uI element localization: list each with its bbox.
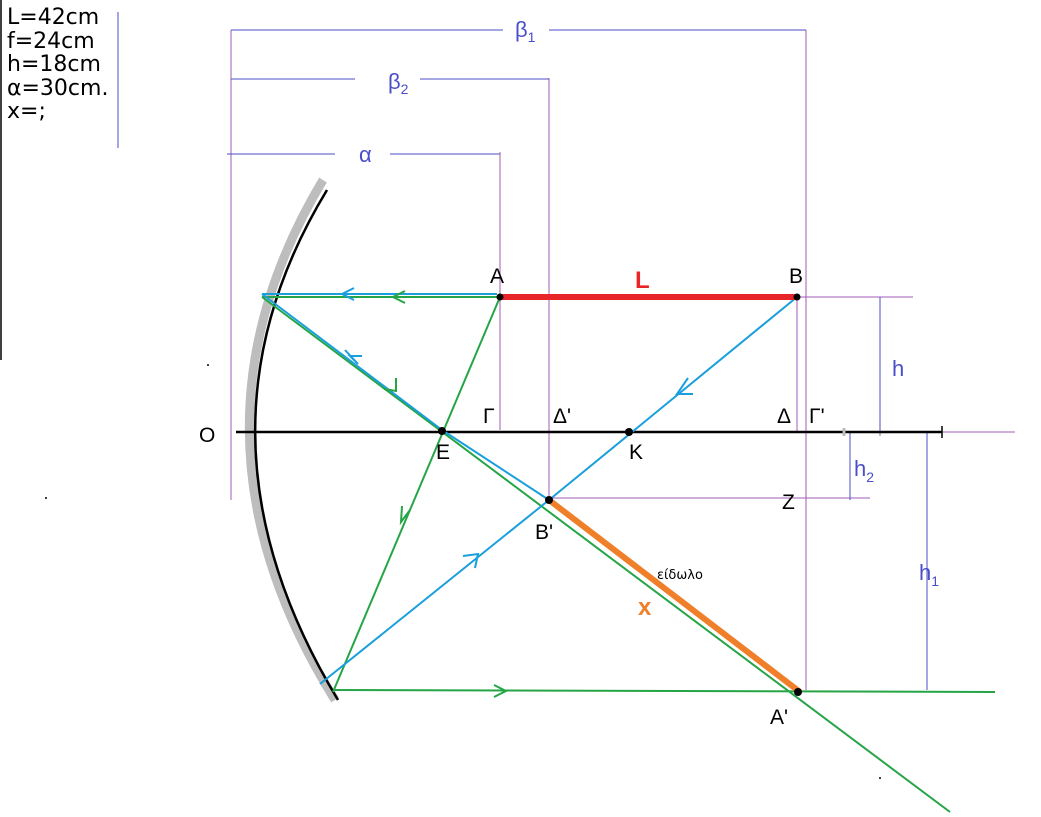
mirror-shadow xyxy=(244,177,339,703)
given-length: L=42cm xyxy=(7,5,100,30)
label-h2: h2 xyxy=(854,456,874,485)
guide-lines xyxy=(230,30,1015,690)
label-k: K xyxy=(629,441,643,464)
label-delta-prime: Δ' xyxy=(553,405,571,428)
label-z: Z xyxy=(782,491,795,514)
label-delta: Δ xyxy=(777,405,791,428)
dimension-labels: β1 β2 α h h2 h1 xyxy=(359,17,939,589)
image-label: x xyxy=(638,594,652,621)
label-a-prime: A' xyxy=(770,706,788,729)
given-unknown: x=; xyxy=(7,99,46,124)
label-beta2: β2 xyxy=(388,69,409,97)
arrow-icon xyxy=(493,684,509,698)
image-caption: είδωλο xyxy=(657,568,703,583)
label-e: E xyxy=(436,441,450,464)
given-values: L=42cm f=24cm h=18cm α=30cm. x=; xyxy=(7,6,108,124)
ray-arrows xyxy=(339,287,693,698)
label-a: A xyxy=(490,265,504,288)
given-focal: f=24cm xyxy=(7,28,95,54)
label-b-prime: B' xyxy=(535,521,553,544)
arrow-icon xyxy=(675,377,693,395)
arrow-icon xyxy=(339,287,355,301)
arrow-icon xyxy=(399,505,411,526)
label-h: h xyxy=(892,356,904,381)
concave-mirror xyxy=(254,189,340,701)
label-o: O xyxy=(199,424,215,447)
label-alpha: α xyxy=(359,142,372,167)
arrow-icon xyxy=(462,552,480,569)
given-distance: α=30cm. xyxy=(7,75,109,101)
arrow-icon xyxy=(383,378,397,393)
green-rays xyxy=(261,296,996,813)
arrow-icon xyxy=(344,349,362,365)
given-height: h=18cm xyxy=(7,52,101,77)
point-labels: A B O E K Γ Δ' Δ Γ' B' A' Z xyxy=(199,265,825,729)
blue-rays xyxy=(261,293,798,685)
image-segment xyxy=(547,497,802,695)
point-markers xyxy=(45,293,881,779)
label-h1: h1 xyxy=(919,560,939,589)
label-gamma-prime: Γ' xyxy=(809,405,825,428)
dimension-lines xyxy=(227,29,928,690)
object-label: L xyxy=(635,267,650,294)
arrow-icon xyxy=(390,290,406,304)
label-b: B xyxy=(789,265,803,288)
label-gamma: Γ xyxy=(483,405,495,428)
label-beta1: β1 xyxy=(515,17,536,45)
